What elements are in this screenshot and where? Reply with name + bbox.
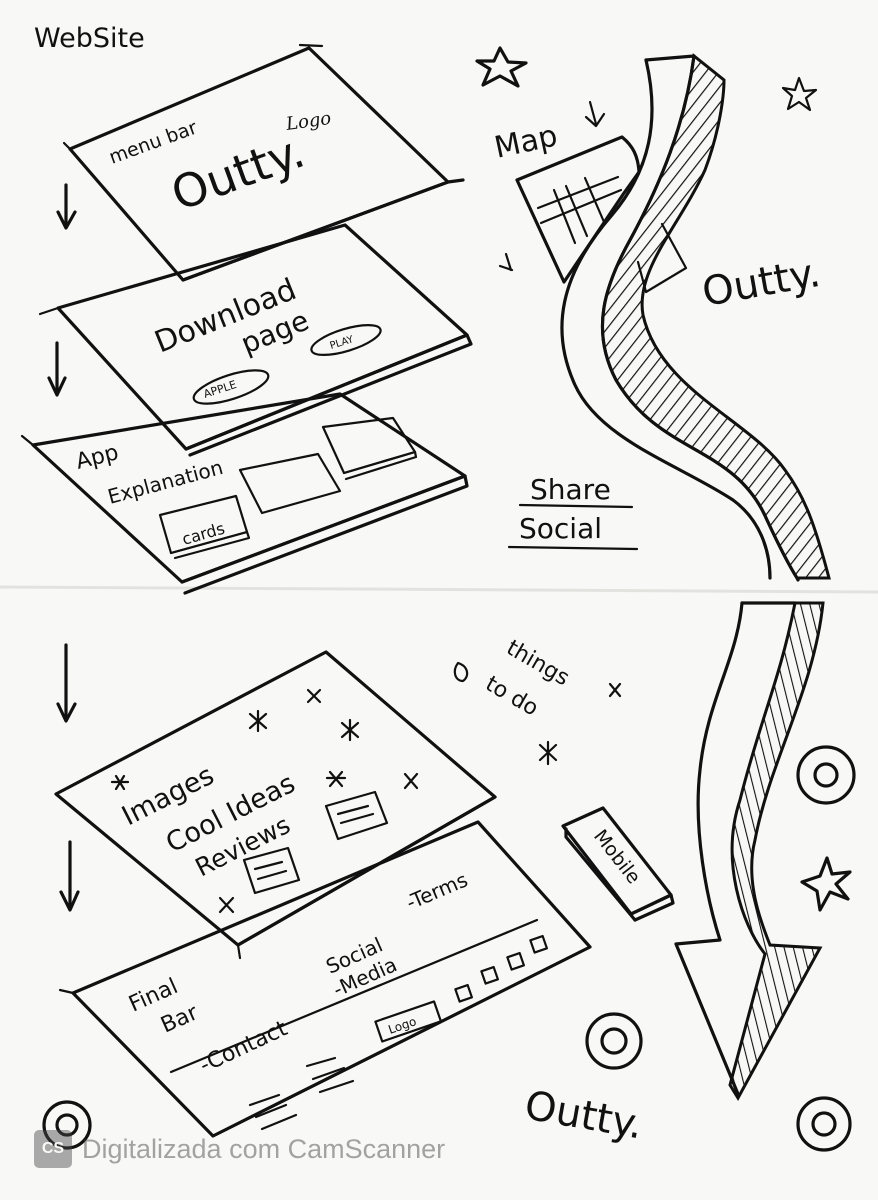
content-layer: Images Cool Ideas Reviews <box>54 650 497 960</box>
down-arrow-icon <box>56 643 77 723</box>
circle-marker-icon <box>796 1096 852 1152</box>
star-icon <box>340 718 360 742</box>
menu-bar-label: menu bar <box>106 117 200 169</box>
down-arrow-icon <box>56 183 77 230</box>
circle-marker-icon <box>42 1100 92 1150</box>
road-path <box>560 53 831 582</box>
social-icon <box>480 965 499 985</box>
star-icon <box>325 770 347 788</box>
footer-logo-box <box>374 1000 442 1043</box>
social-icon <box>529 934 548 954</box>
star-icon <box>218 896 235 914</box>
star-icon <box>110 774 130 791</box>
star-icon <box>248 709 268 733</box>
header-layer: menu bar Logo Outty. <box>62 43 465 282</box>
arrow-icon <box>584 100 606 128</box>
share-label: Share <box>530 473 611 506</box>
share-social: Share Social <box>507 473 639 551</box>
star-icon <box>781 76 818 112</box>
page-title: WebSite <box>34 23 145 54</box>
download-layer: Download page APPLE PLAY <box>38 223 473 457</box>
app-subtitle: Explanation <box>105 455 225 509</box>
page-fold <box>0 585 878 594</box>
footer-layer: Logo Final Bar Social -Media -Terms -Con… <box>58 820 592 1138</box>
apple-store-button <box>192 369 270 405</box>
star-icon <box>538 740 558 766</box>
star-icon <box>608 682 622 698</box>
camscanner-watermark: CS Digitalizada com CamScanner <box>34 1128 445 1170</box>
things-to-do: things to do <box>453 636 573 722</box>
watermark-text: Digitalizada com CamScanner <box>82 1133 446 1164</box>
circle-marker-icon <box>585 1012 643 1070</box>
star-icon <box>800 856 852 912</box>
brand-mid: Outty. <box>699 250 824 316</box>
camscanner-logo: CS <box>34 1130 72 1168</box>
footer-bar-label: Bar <box>157 1000 202 1039</box>
road-arrow <box>674 601 825 1101</box>
app-title: App <box>73 440 121 475</box>
footer-contact: -Contact <box>196 1016 292 1078</box>
social-label: Social <box>519 512 602 545</box>
star-icon <box>306 688 322 704</box>
star-icon <box>475 46 528 88</box>
mobile-label: Mobile <box>589 826 645 889</box>
play-store-button <box>310 324 382 356</box>
brand-bottom: Outty. <box>521 1083 646 1149</box>
to-do-label: to do <box>481 672 542 722</box>
star-icon <box>498 252 514 272</box>
circle-marker-icon <box>796 745 856 805</box>
apple-button-label: APPLE <box>202 378 238 401</box>
mobile-phone: Mobile <box>561 806 675 922</box>
down-arrow-icon <box>59 840 80 912</box>
footer-terms: -Terms <box>403 867 472 914</box>
social-icon <box>454 983 473 1003</box>
pin-icon <box>453 661 469 683</box>
map-label: Map <box>491 118 560 165</box>
star-icon <box>403 772 419 790</box>
down-arrow-icon <box>47 341 67 397</box>
social-icon <box>506 951 525 971</box>
